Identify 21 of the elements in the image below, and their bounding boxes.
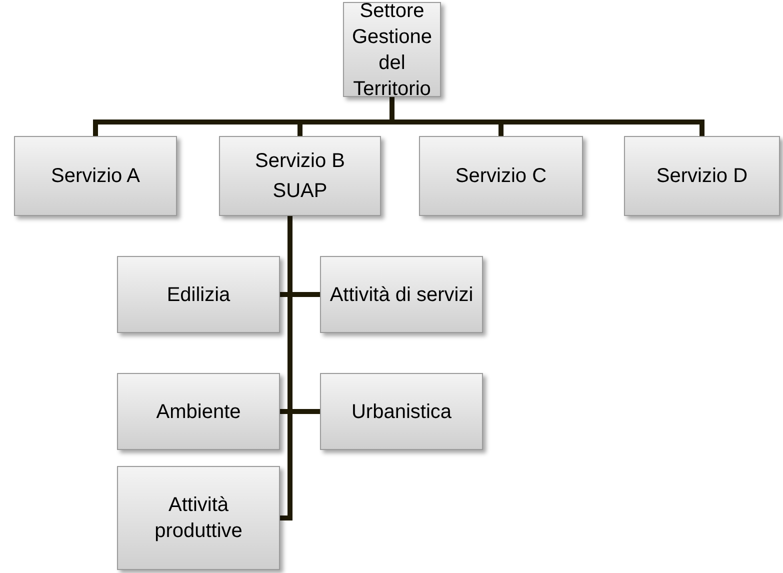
box-label: Servizio B <box>254 149 346 174</box>
org-box <box>624 136 780 216</box>
box-label: Edilizia <box>166 282 230 308</box>
org-box <box>117 373 280 450</box>
box-label: Ambiente <box>156 400 241 424</box>
org-box <box>117 256 280 333</box>
box-label: Urbanistica <box>351 400 452 424</box>
org-box <box>320 373 483 450</box>
org-box <box>219 136 381 216</box>
org-box <box>343 2 441 97</box>
box-label: Servizio D <box>656 164 748 189</box>
box-label: Attività di servizi <box>330 282 474 308</box>
org-box <box>419 136 583 216</box>
box-label: Attività produttive <box>154 493 244 544</box>
box-label: Servizio C <box>455 164 547 189</box>
box-label: SUAP <box>272 179 328 204</box>
org-box <box>320 256 483 333</box>
org-box <box>14 136 177 216</box>
box-label: Settore Gestione del Territorio <box>350 0 434 102</box>
org-box <box>117 466 280 570</box>
box-label: Servizio A <box>51 164 140 189</box>
